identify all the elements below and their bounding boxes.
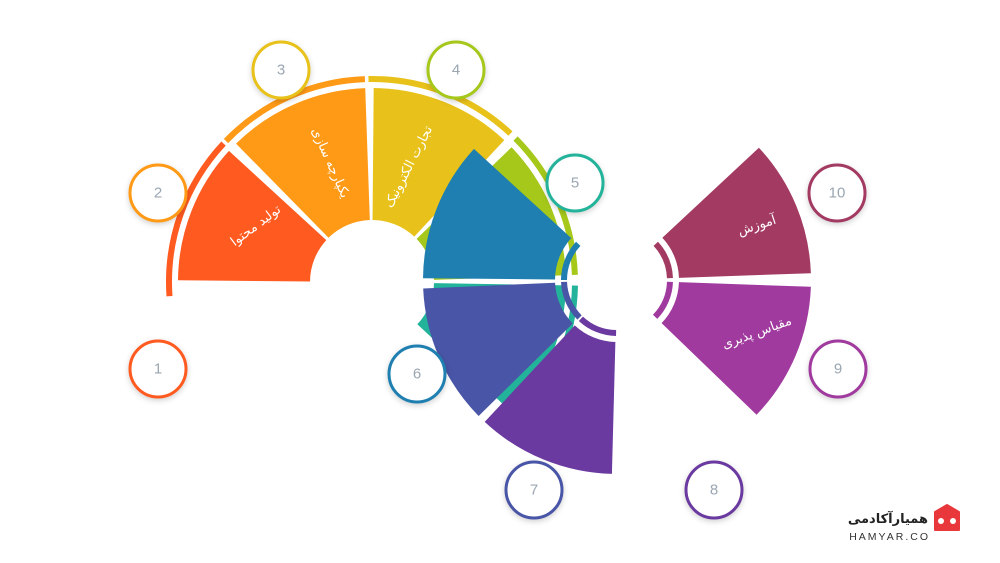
step-number: 8: [710, 482, 718, 499]
segment-accent-arc: [561, 241, 581, 281]
number-circle-ring: [426, 40, 486, 100]
number-circle-ring: [684, 460, 744, 520]
number-circle-ring: [807, 163, 867, 223]
segment-wedge: [484, 325, 616, 474]
segment-label: مدیریت محتوا: [222, 303, 291, 360]
segment-accent-arc: [578, 316, 617, 336]
number-circle-ring: [128, 339, 188, 399]
segment-wedge: [423, 148, 572, 280]
number-circle-6: 6: [387, 344, 447, 404]
number-circle-ring: [387, 344, 447, 404]
segment-label: مدیریت انتشار: [649, 359, 699, 436]
number-circle-ring: [808, 339, 868, 399]
step-number: 5: [571, 175, 579, 192]
segment-wedge: [423, 282, 573, 416]
number-circle-ring: [128, 163, 188, 223]
number-circle-4: 4: [426, 40, 486, 100]
number-circle-2: 2: [128, 163, 188, 223]
segment-wedge: [661, 282, 811, 415]
hamyar-logo-icon: [934, 504, 960, 531]
step-number: 7: [530, 482, 538, 499]
number-circle-8: 8: [684, 460, 744, 520]
segment-accent-arc: [653, 241, 673, 279]
step-number: 4: [452, 62, 460, 79]
step-number: 3: [277, 62, 285, 79]
number-circle-ring: [545, 153, 605, 213]
step-number: 10: [829, 185, 846, 202]
number-circle-9: 9: [808, 339, 868, 399]
segment-accent-arc: [652, 281, 673, 319]
number-circle-3: 3: [251, 40, 311, 100]
number-circle-1: 1: [128, 339, 188, 399]
number-circle-ring: [504, 460, 564, 520]
number-circles-layer: 1 2 3 4 5 6 7 8 9 10: [128, 40, 868, 520]
number-circle-5: 5: [545, 153, 605, 213]
segment-wedge: [178, 150, 327, 282]
segment-wedge: [236, 88, 370, 238]
number-circle-10: 10: [807, 163, 867, 223]
step-number: 6: [413, 366, 421, 383]
number-circle-7: 7: [504, 460, 564, 520]
brand-logo: همیارآکادمی HAMYAR.CO: [848, 504, 960, 543]
segment-wedge: [372, 88, 505, 237]
step-number: 2: [154, 185, 162, 202]
brand-name: همیارآکادمی: [848, 510, 928, 527]
brand-url: HAMYAR.CO: [849, 531, 930, 543]
segment-10: آموزش: [653, 147, 811, 279]
segment-wedge: [662, 147, 811, 278]
step-number: 9: [834, 361, 842, 378]
step-number: 1: [154, 361, 162, 378]
segment-9: مقیاس پذیری: [652, 281, 811, 415]
segment-accent-arc: [166, 141, 226, 297]
number-circle-ring: [251, 40, 311, 100]
segment-accent-arc: [561, 281, 582, 320]
